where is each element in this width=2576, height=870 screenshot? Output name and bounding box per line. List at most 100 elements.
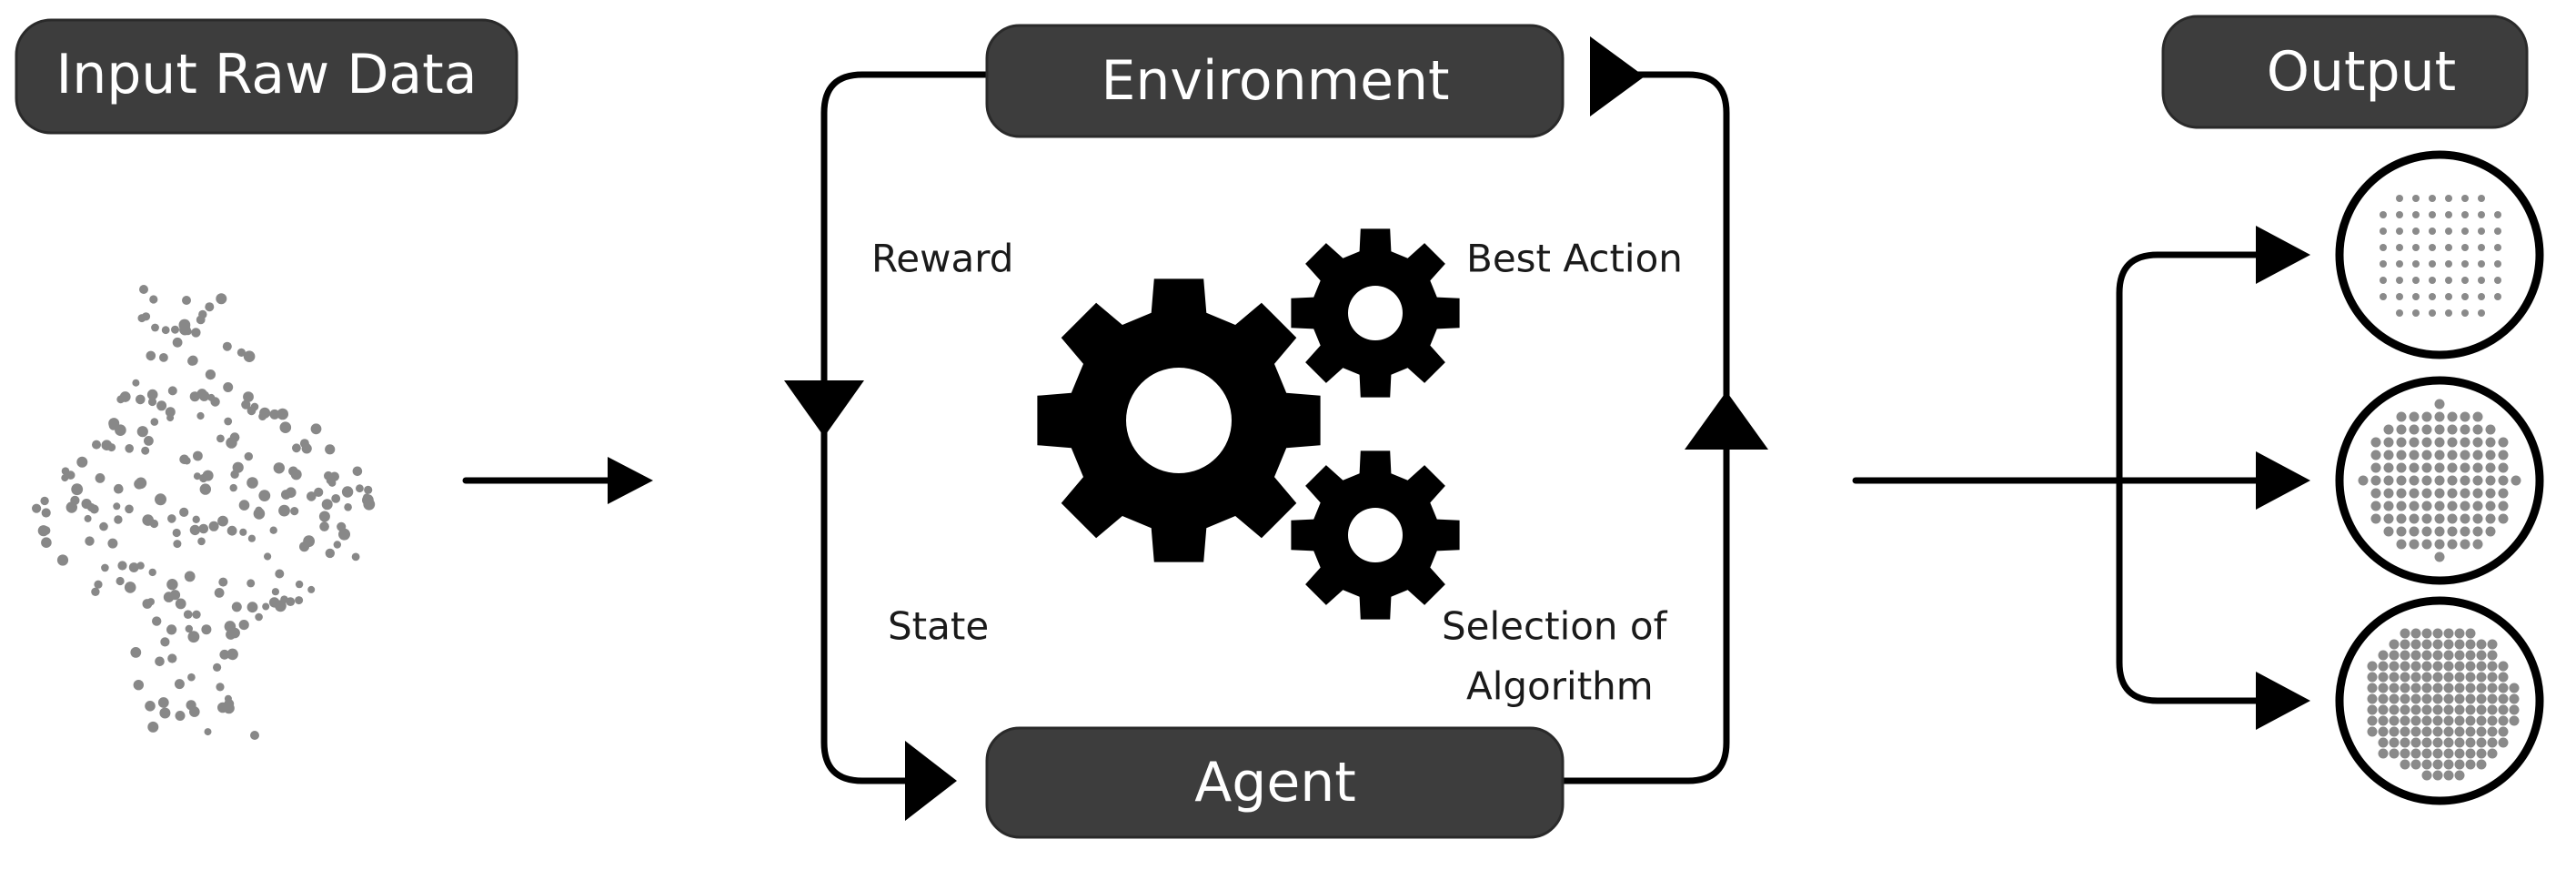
raw-data-point (142, 599, 153, 609)
output-arrowhead-top (2256, 226, 2310, 284)
wafer-die (2421, 424, 2432, 435)
wafer-die (2370, 501, 2381, 511)
wafer-die (2400, 726, 2410, 737)
wafer-die (2370, 475, 2381, 486)
wafer-die (2472, 462, 2483, 473)
raw-data-point (250, 731, 259, 740)
wafer-die (2445, 293, 2452, 300)
raw-data-point (191, 328, 201, 338)
raw-data-point (226, 525, 237, 536)
raw-data-point (155, 656, 165, 667)
wafer-die (2389, 650, 2400, 661)
raw-data-point (133, 680, 144, 691)
raw-data-point (364, 485, 373, 495)
wafer-die (2445, 228, 2452, 235)
wafer-die (2396, 424, 2407, 435)
wafer-die (2389, 748, 2400, 759)
raw-data-point (116, 395, 126, 404)
wafer-die (2443, 650, 2454, 661)
wafer-die (2383, 437, 2394, 448)
agent-box: Agent (985, 726, 1565, 839)
wafer-die (2396, 211, 2403, 218)
raw-data-point (92, 440, 101, 450)
wafer-die (2511, 475, 2521, 486)
raw-data-point (278, 504, 290, 517)
wafer-die (2396, 462, 2407, 473)
wafer-die (2498, 661, 2509, 672)
wafer-die (2396, 526, 2407, 537)
wafer-die (2383, 488, 2394, 499)
wafer-die (2410, 650, 2421, 661)
wafer-die (2476, 748, 2487, 759)
wafer-die (2478, 260, 2485, 268)
wafer-die (2429, 309, 2436, 317)
raw-data-point (326, 477, 334, 485)
wafer-die (2465, 628, 2476, 639)
raw-data-point (155, 493, 166, 506)
wafer-die (2447, 501, 2458, 511)
raw-data-point (197, 537, 206, 546)
raw-data-point (150, 418, 159, 426)
raw-data-point (85, 536, 95, 546)
wafer-die (2400, 650, 2410, 661)
wafer-die (2447, 539, 2458, 550)
raw-data-point (165, 407, 176, 418)
wafer-die (2409, 488, 2420, 499)
raw-data-point (161, 326, 170, 335)
wafer-die (2460, 424, 2470, 435)
raw-data-point (183, 610, 193, 619)
wafer-die (2400, 672, 2410, 683)
wafer-icon-sparse (2335, 150, 2544, 359)
raw-data-point (81, 499, 92, 510)
wafer-die (2367, 693, 2378, 704)
raw-data-point (175, 711, 186, 721)
wafer-die (2443, 628, 2454, 639)
wafer-die (2389, 737, 2400, 748)
wafer-die (2498, 437, 2509, 448)
wafer-die (2410, 639, 2421, 650)
wafer-die (2465, 748, 2476, 759)
wafer-die (2412, 228, 2420, 235)
wafer-die (2460, 475, 2470, 486)
raw-data-point (198, 523, 209, 534)
wafer-die (2383, 501, 2394, 511)
wafer-die (2389, 704, 2400, 715)
raw-data-point (307, 585, 316, 593)
wafer-die (2476, 650, 2487, 661)
wafer-die (2498, 513, 2509, 524)
wafer-die (2396, 277, 2403, 284)
raw-data-point (115, 424, 126, 437)
wafer-die (2410, 715, 2421, 726)
raw-data-scatter (32, 285, 376, 740)
wafer-die (2421, 513, 2432, 524)
raw-data-point (117, 561, 127, 571)
wafer-die (2487, 639, 2498, 650)
wafer-die (2445, 277, 2452, 284)
wafer-die (2487, 737, 2498, 748)
wafer-die (2432, 693, 2443, 704)
raw-data-point (226, 437, 237, 449)
wafer-die (2498, 715, 2509, 726)
raw-data-point (189, 524, 201, 536)
wafer-die (2383, 475, 2394, 486)
wafer-die (2487, 748, 2498, 759)
raw-data-point (247, 579, 256, 588)
action-arrowhead (1685, 391, 1768, 450)
raw-data-point (321, 499, 333, 511)
wafer-die (2429, 244, 2436, 251)
raw-data-point (273, 462, 285, 474)
wafer-die (2421, 704, 2432, 715)
wafer-die (2445, 260, 2452, 268)
raw-data-point (159, 707, 171, 719)
wafer-die (2409, 450, 2420, 460)
raw-data-point (179, 507, 189, 518)
raw-data-point (352, 466, 363, 477)
raw-data-point (314, 487, 324, 498)
raw-data-point (166, 579, 178, 591)
wafer-die (2421, 661, 2432, 672)
raw-data-point (318, 511, 330, 522)
wafer-die (2380, 211, 2387, 218)
selection-label-line2: Algorithm (1466, 664, 1654, 709)
raw-data-point (145, 701, 156, 712)
wafer-die (2465, 715, 2476, 726)
